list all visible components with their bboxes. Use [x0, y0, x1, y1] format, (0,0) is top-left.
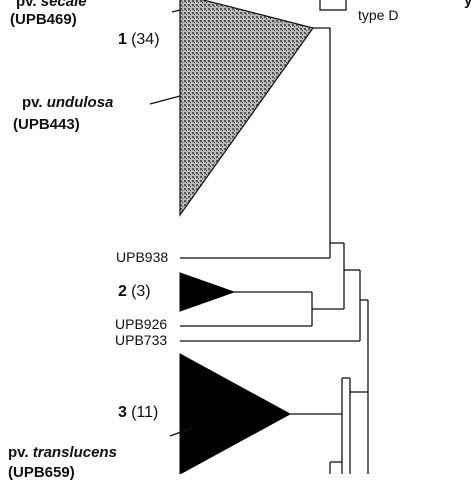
- tree-branches: [149, 9, 369, 474]
- pathovar-prefix: pv.: [16, 0, 37, 10]
- cluster-1-triangle: [179, 0, 314, 217]
- strain-label-upb733: UPB733: [115, 332, 168, 348]
- pathovar-prefix: pv.: [22, 94, 43, 111]
- pathovar-code-translucens: (UPB659): [8, 464, 75, 481]
- pathovar-code-undulosa: (UPB443): [13, 116, 80, 133]
- cluster-3-triangle: [179, 353, 292, 474]
- cluster-label-1: 1 (34): [118, 31, 160, 49]
- pathovar-label-translucens: pv. translucens: [8, 444, 117, 462]
- pathovar-name: translucens: [32, 444, 117, 461]
- strain-label-upb926: UPB926: [115, 316, 168, 332]
- cluster-count: (34): [131, 31, 160, 48]
- cluster-count: (3): [131, 283, 151, 300]
- cluster-label-3: 3 (11): [118, 404, 158, 422]
- leader-secale: [171, 9, 181, 13]
- pathovar-label-secale: pv. secale: [16, 0, 87, 11]
- cluster-2-triangle: [179, 272, 236, 312]
- cluster-number: 2: [118, 283, 127, 300]
- cluster-number: 3: [118, 404, 127, 421]
- leader-undulosa: [149, 95, 181, 105]
- cluster-label-2: 2 (3): [118, 283, 151, 301]
- legend-type-label: type D: [358, 7, 399, 23]
- pathovar-name: undulosa: [46, 94, 114, 111]
- cluster-count: (11): [131, 404, 159, 421]
- pathovar-label-undulosa: pv. undulosa: [22, 94, 113, 112]
- pathovar-prefix: pv.: [8, 444, 29, 461]
- legend-partial-text: y: [464, 0, 473, 9]
- leader-translucens: [169, 427, 193, 437]
- pathovar-code-secale: (UPB469): [10, 11, 77, 28]
- pathovar-name: secale: [40, 0, 87, 10]
- strain-label-upb938: UPB938: [116, 249, 169, 265]
- legend-swatch: [319, 0, 347, 11]
- cluster-number: 1: [118, 31, 127, 48]
